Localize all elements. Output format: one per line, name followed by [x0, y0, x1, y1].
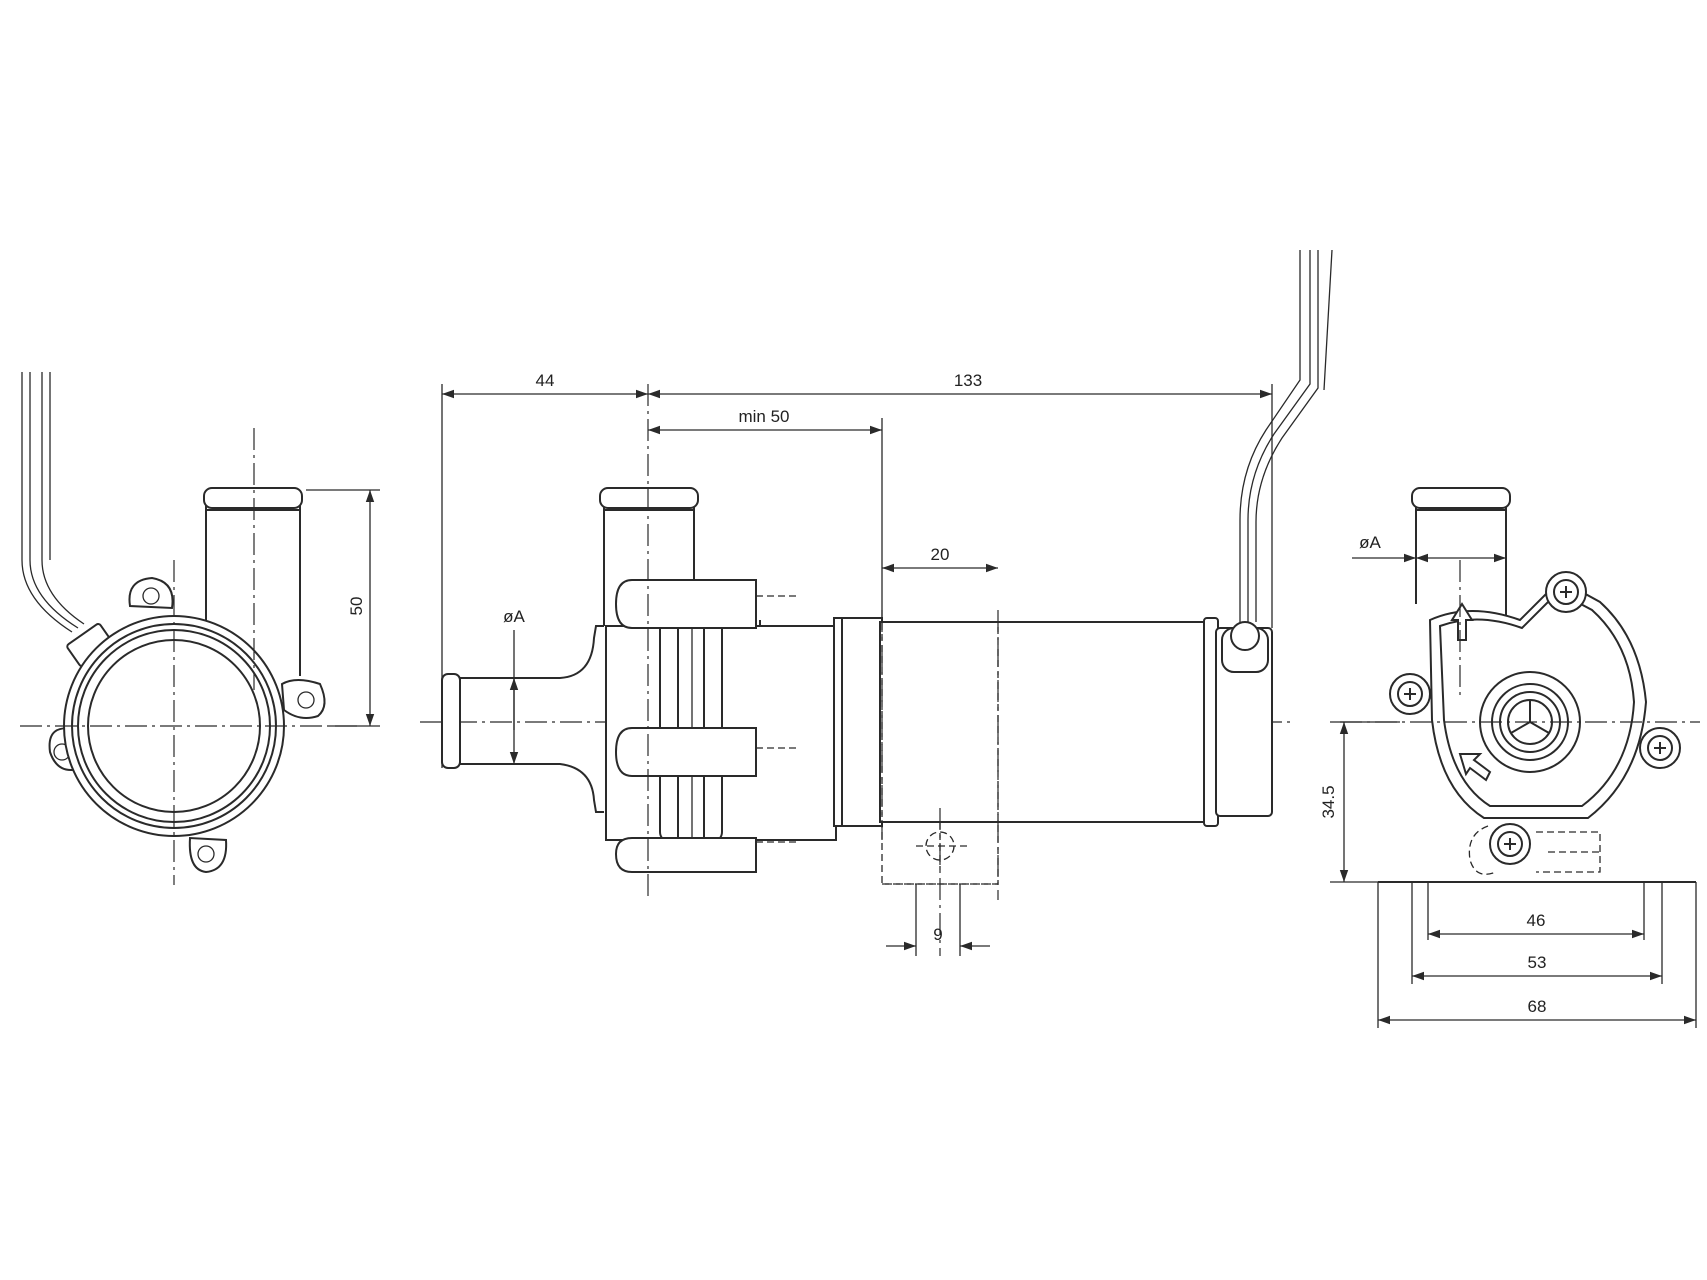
end-spigot — [1415, 500, 1507, 626]
diam-end-label: øA — [1359, 533, 1381, 552]
cable — [21, 372, 85, 633]
diam-side-label: øA — [503, 607, 525, 626]
dim-133-label: 133 — [954, 371, 982, 390]
end-view: øA 34.5 46 53 68 — [1319, 487, 1700, 1028]
dim-53-label: 53 — [1528, 953, 1547, 972]
dim-44-label: 44 — [536, 371, 555, 390]
mounting-screws — [1389, 571, 1681, 865]
motor-housing — [879, 621, 1211, 823]
flow-arrow-up — [1450, 602, 1474, 641]
end-bracket — [1468, 825, 1601, 875]
bracket-screw — [916, 822, 968, 870]
dim-20-label: 20 — [931, 545, 950, 564]
dim-34-5-label: 34.5 — [1319, 785, 1338, 818]
inlet-spigot — [450, 625, 604, 813]
dim-50-label: 50 — [347, 597, 366, 616]
side-cable — [1239, 249, 1333, 622]
flow-arrow-rotation — [1458, 753, 1492, 782]
dim-9-label: 9 — [933, 925, 942, 944]
front-view: 50 — [20, 372, 380, 885]
side-view: 44 133 min 50 20 9 øA — [420, 249, 1333, 956]
dim-68-label: 68 — [1528, 997, 1547, 1016]
side-lugs — [614, 579, 757, 873]
dim-46-label: 46 — [1527, 911, 1546, 930]
impeller-vanes — [1510, 700, 1550, 734]
dim-min50-label: min 50 — [738, 407, 789, 426]
